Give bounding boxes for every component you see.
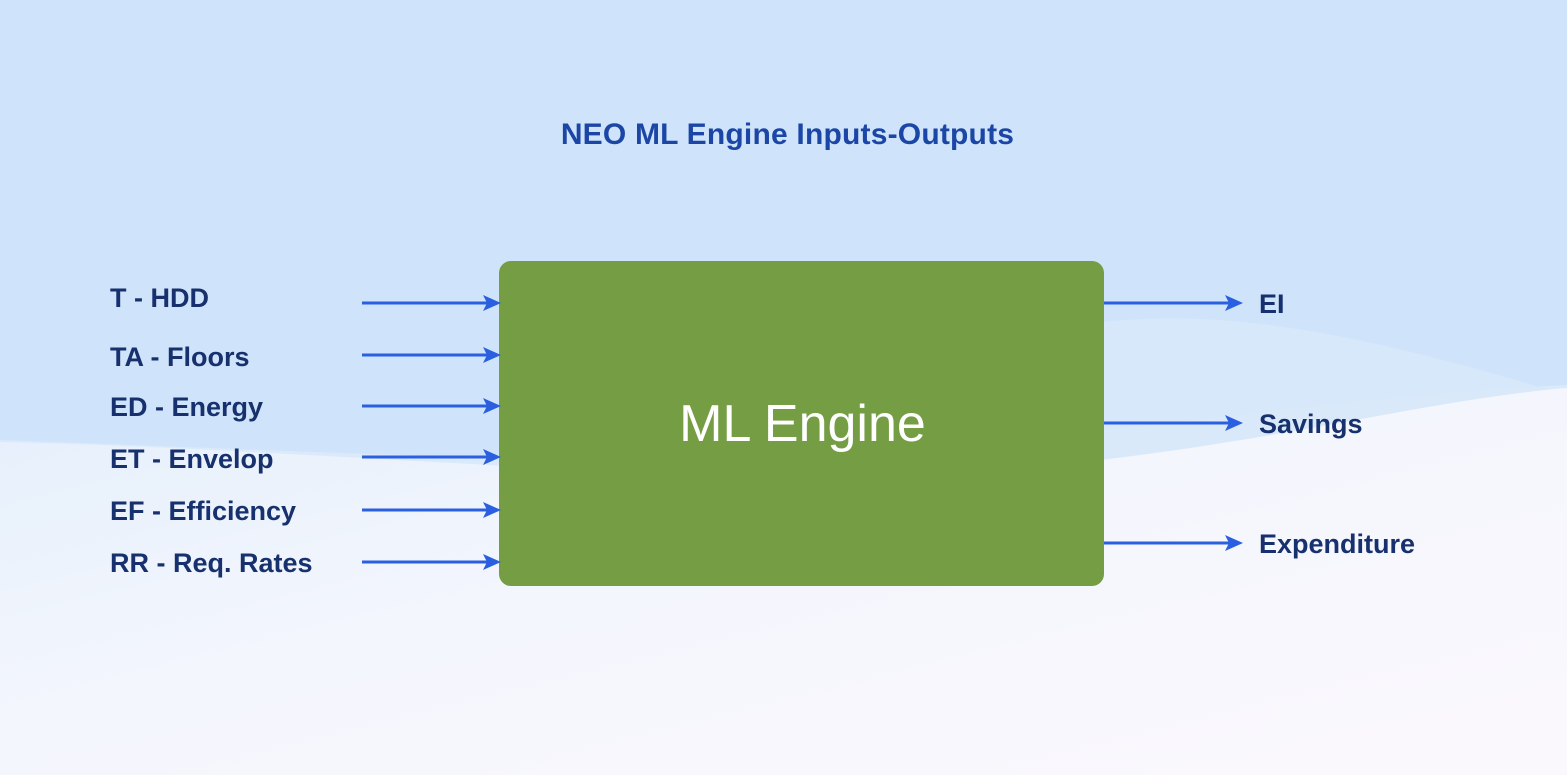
ml-engine-block: ML Engine (499, 261, 1104, 586)
input-label-et-envelop: ET - Envelop (110, 444, 274, 474)
output-label-savings: Savings (1259, 409, 1363, 439)
input-label-ta-floors: TA - Floors (110, 342, 250, 372)
input-label-ef-efficiency: EF - Efficiency (110, 496, 297, 526)
input-label-rr-req-rates: RR - Req. Rates (110, 548, 313, 578)
diagram-title: NEO ML Engine Inputs-Outputs (560, 118, 1015, 151)
ml-engine-label: ML Engine (679, 394, 926, 453)
output-label-expenditure: Expenditure (1259, 529, 1416, 559)
input-label-ed-energy: ED - Energy (110, 392, 264, 422)
input-label-t-hdd: T - HDD (110, 283, 209, 313)
output-label-ei: EI (1259, 289, 1285, 319)
